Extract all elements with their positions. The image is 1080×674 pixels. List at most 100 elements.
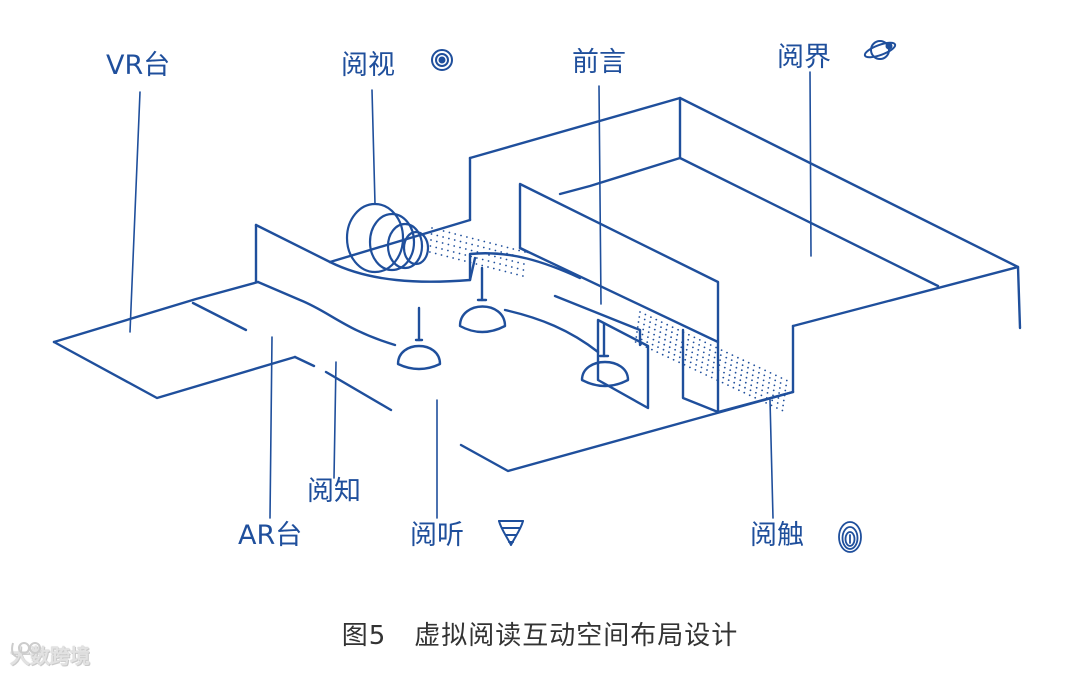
floor-dot (664, 338, 666, 341)
floor-dot (476, 251, 479, 253)
floor-dot (464, 248, 467, 250)
floor-dot (477, 245, 479, 247)
floor-dot (482, 252, 485, 255)
floor-dot (678, 356, 681, 359)
floor-dot (683, 363, 686, 366)
floor-dot (638, 316, 641, 318)
floor-dot (488, 254, 490, 256)
floor-dot (675, 338, 678, 341)
floor-dot (510, 272, 513, 274)
floor-dot (685, 353, 687, 356)
floor-dot (749, 389, 752, 392)
floor-dot (681, 336, 684, 339)
floor-dot (710, 376, 713, 379)
floor-dot (660, 326, 662, 328)
floor-dot (733, 381, 736, 384)
dome-1 (396, 306, 442, 371)
floor-dot (740, 374, 742, 377)
floor-dot (766, 392, 769, 394)
floor-dot (448, 237, 450, 240)
floor-dot (764, 369, 766, 372)
floor-dot (702, 356, 704, 359)
floor-dot (500, 245, 503, 247)
floor-dot (460, 234, 462, 237)
floor-dot (512, 248, 515, 250)
floor-dot (658, 336, 661, 338)
floor-dot (661, 353, 664, 356)
floor-dot (744, 381, 747, 384)
floor-dot (702, 351, 705, 354)
floor-dot (463, 260, 466, 262)
floor-dot (657, 346, 659, 348)
floor-dot (649, 321, 651, 323)
floor-dot (773, 384, 776, 387)
floor-dot (692, 341, 695, 344)
floor-dot (516, 273, 518, 276)
floor-dot (781, 409, 784, 412)
planet-icon (863, 40, 897, 60)
floor-dot (734, 371, 737, 374)
floor-dot (709, 349, 711, 351)
floor-dot (717, 369, 720, 371)
floor-dot (481, 264, 484, 267)
floor-dot (500, 251, 503, 253)
floor-dot (716, 379, 718, 381)
floor-dot (645, 346, 648, 348)
floor-dot (779, 382, 782, 384)
floor-dot (698, 344, 700, 346)
floor-dot (752, 369, 755, 372)
floor-dot (447, 243, 450, 246)
floor-dot (723, 366, 726, 369)
label-preface: 前言 (572, 47, 626, 78)
leader-lines (129, 71, 812, 519)
floor-dot (741, 364, 744, 367)
floor-dot (747, 361, 750, 364)
dotted-floor-area (429, 227, 788, 412)
floor-dot (453, 239, 456, 241)
floor-dot (505, 258, 508, 261)
leader-world (809, 71, 812, 257)
floor-dot (511, 260, 514, 262)
watermark-text: 大数跨境 (10, 644, 90, 668)
floor-dot (499, 263, 501, 265)
tornado-icon (498, 520, 524, 546)
floor-dot (488, 248, 491, 250)
floor-dot (524, 251, 526, 253)
floor-dot (517, 255, 520, 258)
floor-dot (495, 243, 497, 246)
floor-dot (483, 240, 486, 243)
floor-dot (760, 394, 763, 397)
floor-dot (475, 263, 478, 265)
leader-know (333, 361, 337, 479)
floor-dot (713, 356, 716, 359)
floor-dot (713, 361, 715, 364)
floor-dot (442, 230, 445, 232)
floor-dot (436, 234, 439, 237)
floor-dot (669, 341, 672, 344)
floor-dot (506, 246, 509, 249)
leader-preface (598, 85, 602, 305)
floor-dot (470, 255, 472, 258)
floor-dot (692, 346, 694, 349)
floor-dot (784, 389, 787, 392)
figure-number: 图5 (341, 621, 387, 651)
floor-dot (730, 359, 733, 361)
floor-dot (777, 397, 780, 399)
floor-dot (712, 366, 715, 369)
floor-dot (452, 257, 454, 259)
floor-dot (446, 255, 449, 258)
floor-dot (748, 394, 751, 397)
floor-dot (663, 343, 666, 346)
floor-dot (677, 328, 679, 331)
floor-dot (435, 240, 438, 243)
floor-dot (732, 386, 735, 389)
leader-view (371, 89, 376, 205)
preface-panel (518, 182, 720, 344)
floor-dot (640, 343, 642, 346)
floor-dot (518, 249, 520, 252)
floor-dot (668, 346, 671, 349)
floor-dot (523, 257, 526, 259)
floor-dot (441, 242, 444, 244)
floor-dot (718, 364, 721, 366)
floor-dot (772, 389, 775, 392)
